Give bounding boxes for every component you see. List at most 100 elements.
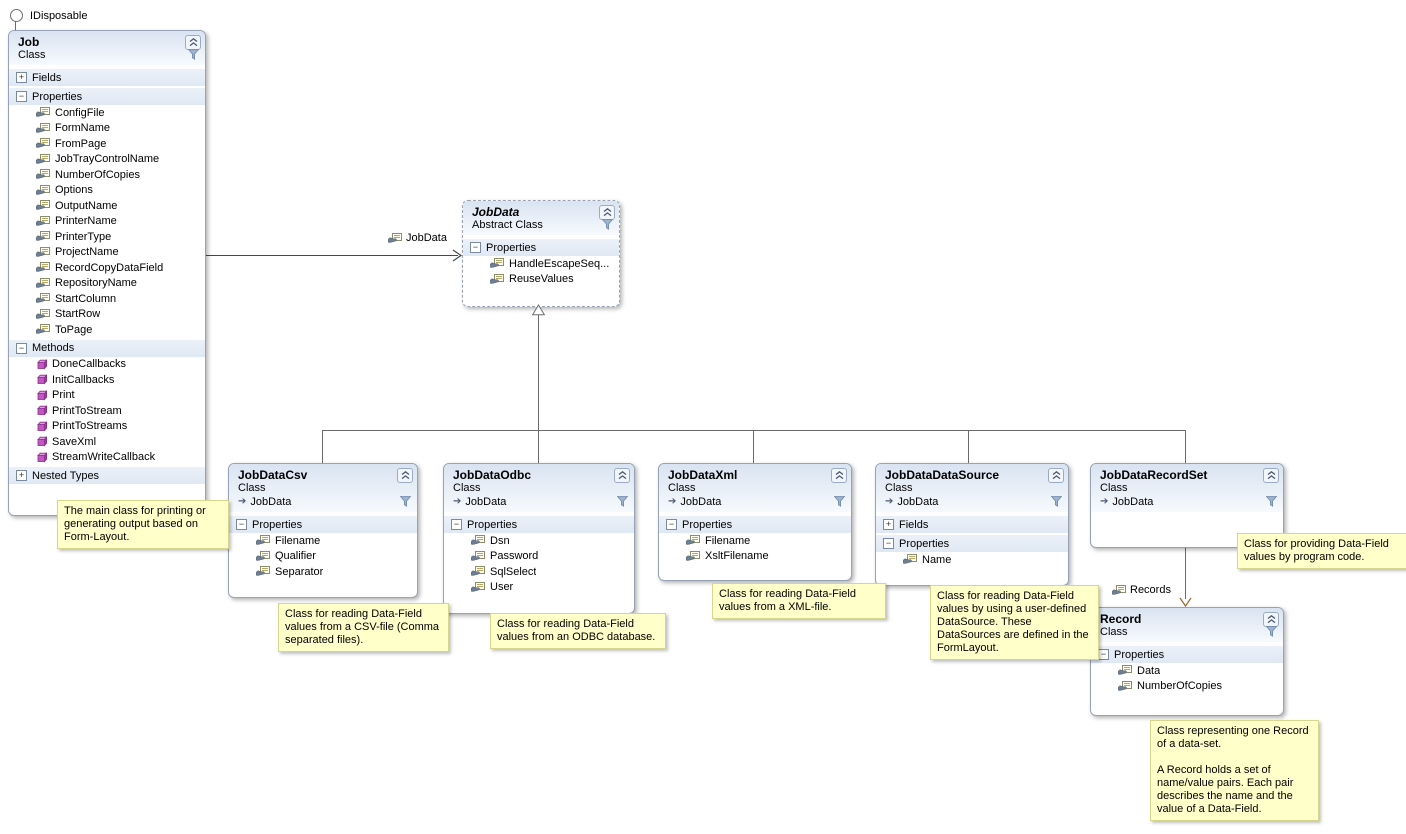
- property-row[interactable]: SqlSelect: [444, 564, 634, 580]
- section-properties[interactable]: − Properties: [229, 516, 417, 533]
- property-row[interactable]: StartColumn: [9, 291, 205, 307]
- property-row[interactable]: FromPage: [9, 136, 205, 152]
- collapse-chevron-button[interactable]: [831, 468, 847, 483]
- comment-note-record[interactable]: Class representing one Record of a data-…: [1150, 720, 1319, 821]
- collapse-chevron-button[interactable]: [614, 468, 630, 483]
- method-row[interactable]: SaveXml: [9, 434, 205, 450]
- property-row[interactable]: Filename: [229, 533, 417, 549]
- class-jobdataodbc[interactable]: JobDataOdbc Class ➔ JobData − Properties…: [443, 463, 635, 614]
- expand-icon[interactable]: +: [16, 72, 27, 83]
- property-row[interactable]: JobTrayControlName: [9, 152, 205, 168]
- comment-note-csv[interactable]: Class for reading Data-Field values from…: [278, 603, 449, 652]
- property-row[interactable]: ProjectName: [9, 245, 205, 261]
- expand-icon[interactable]: +: [16, 470, 27, 481]
- section-fields[interactable]: + Fields: [9, 69, 205, 86]
- class-job[interactable]: Job Class + Fields − Properties ConfigFi…: [8, 30, 206, 516]
- property-icon: [471, 535, 485, 546]
- section-properties[interactable]: − Properties: [659, 516, 851, 533]
- filter-icon[interactable]: [1266, 626, 1277, 640]
- property-row[interactable]: Qualifier: [229, 549, 417, 565]
- property-row[interactable]: ToPage: [9, 322, 205, 338]
- collapse-icon[interactable]: −: [470, 242, 481, 253]
- property-row[interactable]: RepositoryName: [9, 276, 205, 292]
- collapse-icon[interactable]: −: [16, 91, 27, 102]
- section-properties[interactable]: − Properties: [463, 239, 619, 256]
- comment-note-xml[interactable]: Class for reading Data-Field values from…: [712, 583, 886, 619]
- property-row[interactable]: ReuseValues: [463, 272, 619, 288]
- method-row[interactable]: DoneCallbacks: [9, 357, 205, 373]
- property-row[interactable]: StartRow: [9, 307, 205, 323]
- filter-icon[interactable]: [834, 496, 845, 510]
- interface-lollipop-icon[interactable]: [10, 9, 23, 22]
- collapse-chevron-button[interactable]: [185, 35, 201, 50]
- comment-note-odbc[interactable]: Class for reading Data-Field values from…: [490, 613, 666, 649]
- collapse-chevron-button[interactable]: [1048, 468, 1064, 483]
- section-properties[interactable]: − Properties: [876, 535, 1068, 552]
- property-row[interactable]: User: [444, 580, 634, 596]
- property-row[interactable]: HandleEscapeSeq...: [463, 256, 619, 272]
- class-record[interactable]: Record Class − Properties Data NumberOfC…: [1090, 607, 1284, 716]
- collapse-chevron-button[interactable]: [1263, 468, 1279, 483]
- section-methods[interactable]: − Methods: [9, 339, 205, 357]
- collapse-icon[interactable]: −: [451, 519, 462, 530]
- collapse-icon[interactable]: −: [666, 519, 677, 530]
- member-label: SaveXml: [52, 435, 97, 448]
- method-row[interactable]: InitCallbacks: [9, 372, 205, 388]
- member-label: ProjectName: [55, 246, 119, 259]
- class-jobdataxml[interactable]: JobDataXml Class ➔ JobData − Properties …: [658, 463, 852, 581]
- filter-icon[interactable]: [1266, 496, 1277, 510]
- collapse-icon[interactable]: −: [883, 538, 894, 549]
- property-row[interactable]: ConfigFile: [9, 105, 205, 121]
- association-label-records[interactable]: Records: [1112, 584, 1171, 596]
- property-row[interactable]: Name: [876, 552, 1068, 568]
- section-fields[interactable]: + Fields: [876, 516, 1068, 533]
- property-row[interactable]: Data: [1091, 663, 1283, 679]
- collapse-chevron-button[interactable]: [1263, 612, 1279, 627]
- section-properties[interactable]: − Properties: [9, 88, 205, 105]
- class-body: − Properties Filename Qualifier Separato…: [229, 512, 417, 584]
- method-row[interactable]: StreamWriteCallback: [9, 450, 205, 466]
- section-nested-types[interactable]: + Nested Types: [9, 467, 205, 484]
- property-icon: [36, 246, 50, 257]
- comment-note-recordset[interactable]: Class for providing Data-Field values by…: [1237, 533, 1406, 569]
- collapse-icon[interactable]: −: [1098, 649, 1109, 660]
- method-icon: [37, 437, 47, 447]
- section-properties[interactable]: − Properties: [1091, 646, 1283, 663]
- collapse-chevron-button[interactable]: [599, 205, 615, 220]
- section-properties[interactable]: − Properties: [444, 516, 634, 533]
- expand-icon[interactable]: +: [883, 519, 894, 530]
- method-row[interactable]: Print: [9, 388, 205, 404]
- property-row[interactable]: Dsn: [444, 533, 634, 549]
- property-row[interactable]: Password: [444, 549, 634, 565]
- property-row[interactable]: PrinterType: [9, 229, 205, 245]
- collapse-icon[interactable]: −: [236, 519, 247, 530]
- property-row[interactable]: NumberOfCopies: [9, 167, 205, 183]
- property-row[interactable]: OutputName: [9, 198, 205, 214]
- method-row[interactable]: PrintToStream: [9, 403, 205, 419]
- collapse-icon[interactable]: −: [16, 342, 27, 354]
- class-jobdatadatasource[interactable]: JobDataDataSource Class ➔ JobData + Fiel…: [875, 463, 1069, 586]
- property-row[interactable]: Options: [9, 183, 205, 199]
- association-label-jobdata[interactable]: JobData: [388, 232, 447, 244]
- class-jobdatarecordset[interactable]: JobDataRecordSet Class ➔ JobData: [1090, 463, 1284, 548]
- property-row[interactable]: NumberOfCopies: [1091, 679, 1283, 695]
- property-row[interactable]: PrinterName: [9, 214, 205, 230]
- filter-icon[interactable]: [400, 496, 411, 510]
- property-row[interactable]: FormName: [9, 121, 205, 137]
- property-row[interactable]: Separator: [229, 564, 417, 580]
- method-icon: [37, 406, 47, 416]
- property-row[interactable]: Filename: [659, 533, 851, 549]
- filter-icon[interactable]: [1051, 496, 1062, 510]
- property-icon: [36, 324, 50, 335]
- filter-icon[interactable]: [188, 49, 199, 63]
- comment-note-job[interactable]: The main class for printing or generatin…: [57, 500, 229, 549]
- class-jobdatacsv[interactable]: JobDataCsv Class ➔ JobData − Properties …: [228, 463, 418, 598]
- collapse-chevron-button[interactable]: [397, 468, 413, 483]
- comment-note-datasource[interactable]: Class for reading Data-Field values by u…: [930, 585, 1099, 660]
- property-row[interactable]: RecordCopyDataField: [9, 260, 205, 276]
- class-jobdata[interactable]: JobData Abstract Class − Properties Hand…: [462, 200, 620, 307]
- filter-icon[interactable]: [617, 496, 628, 510]
- property-row[interactable]: XsltFilename: [659, 549, 851, 565]
- filter-icon[interactable]: [602, 219, 613, 233]
- method-row[interactable]: PrintToStreams: [9, 419, 205, 435]
